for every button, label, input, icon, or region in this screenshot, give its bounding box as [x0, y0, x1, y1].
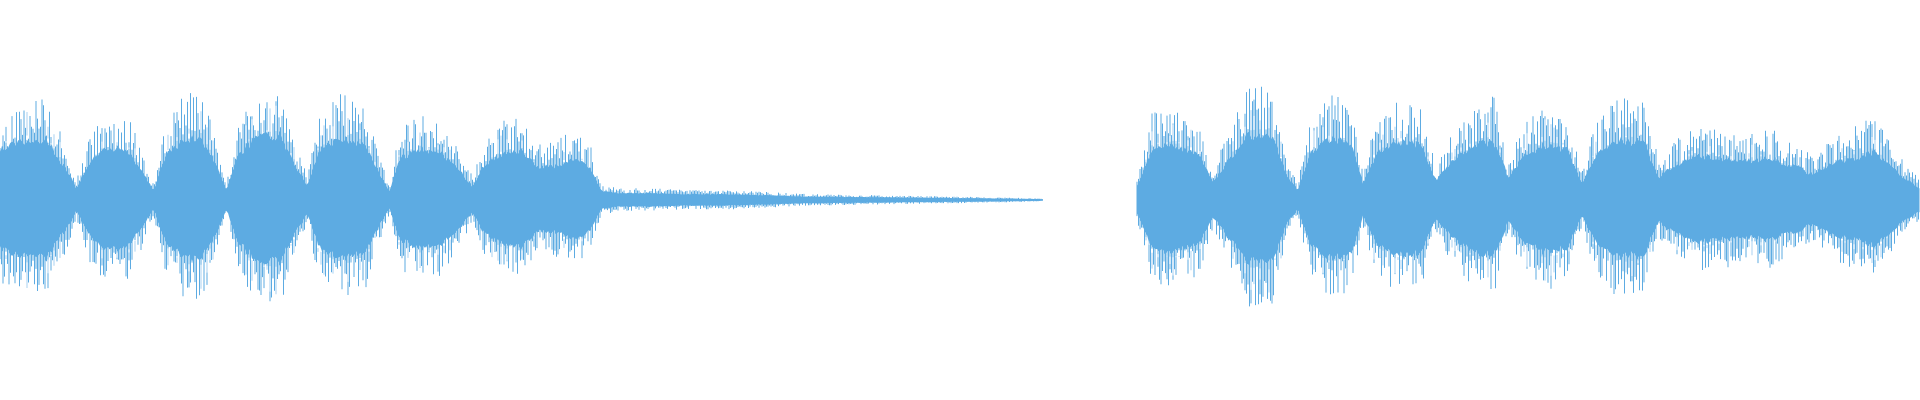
waveform-peaks — [0, 93, 1043, 302]
waveform-highlight — [5, 105, 583, 295]
audio-clip-1[interactable] — [0, 93, 1043, 302]
audio-clip-2[interactable] — [1136, 86, 1920, 307]
waveform-peaks — [1136, 86, 1920, 307]
